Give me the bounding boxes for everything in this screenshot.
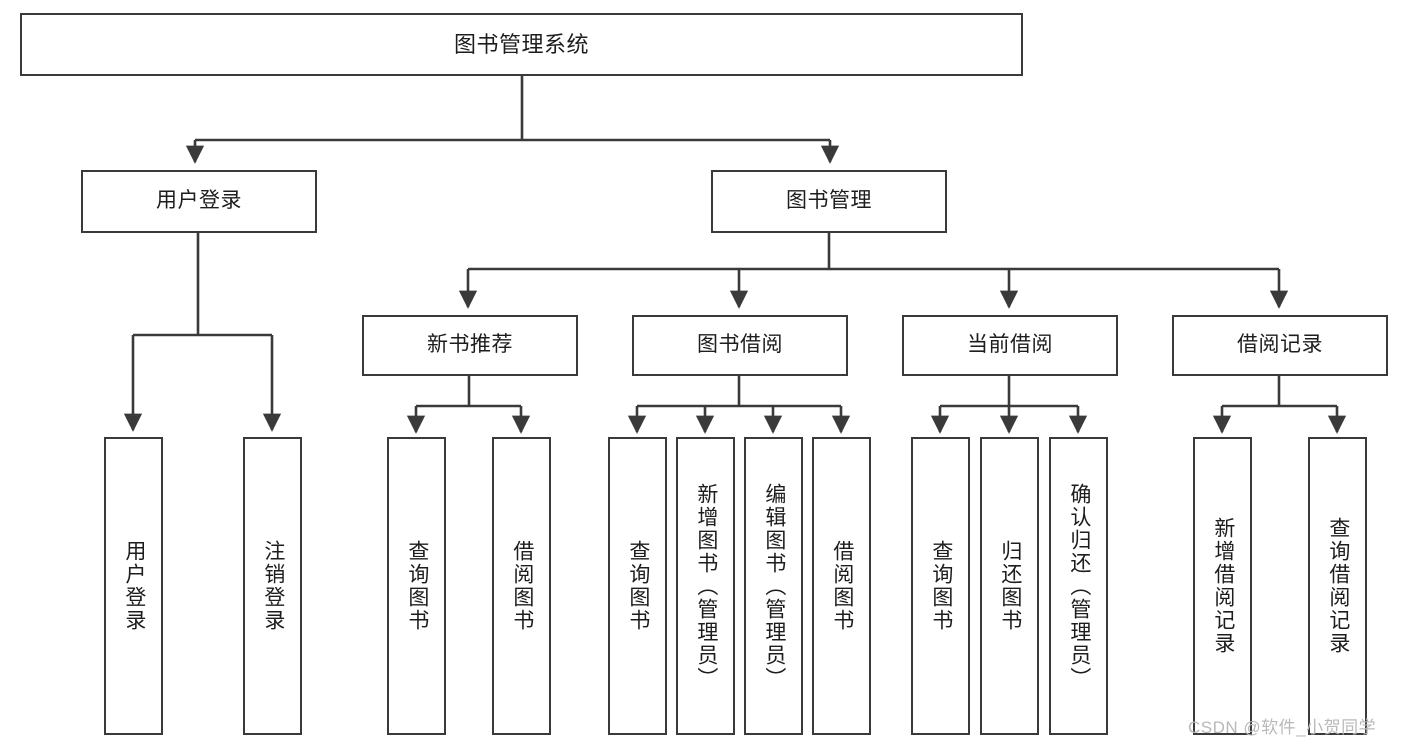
node-label: 查询图书 [405, 540, 429, 632]
node-label: 查询借阅记录 [1326, 517, 1350, 655]
node-label: 用户登录 [122, 540, 146, 632]
node-label: 图书管理系统 [453, 31, 589, 57]
leaf-logout[interactable]: 注销登录 [243, 437, 302, 735]
node-borrow-record[interactable]: 借阅记录 [1172, 315, 1388, 376]
watermark-text: CSDN @软件_小贺同学 [1188, 718, 1377, 737]
leaf-query-book-current[interactable]: 查询图书 [911, 437, 970, 735]
node-root-book-management-system[interactable]: 图书管理系统 [20, 13, 1023, 76]
node-label: 图书管理 [786, 189, 872, 213]
leaf-user-login[interactable]: 用户登录 [104, 437, 163, 735]
node-book-management[interactable]: 图书管理 [711, 170, 947, 233]
leaf-query-book-recommend[interactable]: 查询图书 [387, 437, 446, 735]
node-label: 借阅图书 [510, 540, 534, 632]
leaf-borrow-book[interactable]: 借阅图书 [812, 437, 871, 735]
leaf-edit-book-admin[interactable]: 编辑图书（管理员） [744, 437, 803, 735]
node-label: 新增图书（管理员） [694, 482, 718, 690]
node-book-borrow[interactable]: 图书借阅 [632, 315, 848, 376]
node-current-borrow[interactable]: 当前借阅 [902, 315, 1118, 376]
leaf-return-book[interactable]: 归还图书 [980, 437, 1039, 735]
leaf-confirm-return-admin[interactable]: 确认归还（管理员） [1049, 437, 1108, 735]
node-label: 当前借阅 [967, 333, 1053, 357]
node-label: 编辑图书（管理员） [762, 482, 786, 690]
leaf-query-book-borrow[interactable]: 查询图书 [608, 437, 667, 735]
node-label: 查询图书 [929, 540, 953, 632]
node-user-login[interactable]: 用户登录 [81, 170, 317, 233]
node-label: 归还图书 [998, 540, 1022, 632]
leaf-add-borrow-record[interactable]: 新增借阅记录 [1193, 437, 1252, 735]
node-label: 新增借阅记录 [1211, 517, 1235, 655]
node-label: 借阅图书 [830, 540, 854, 632]
node-label: 确认归还（管理员） [1067, 482, 1091, 690]
node-label: 查询图书 [626, 540, 650, 632]
node-label: 借阅记录 [1237, 333, 1323, 357]
node-new-book-recommend[interactable]: 新书推荐 [362, 315, 578, 376]
leaf-add-book-admin[interactable]: 新增图书（管理员） [676, 437, 735, 735]
node-label: 图书借阅 [697, 333, 783, 357]
node-label: 用户登录 [156, 189, 242, 213]
leaf-query-borrow-record[interactable]: 查询借阅记录 [1308, 437, 1367, 735]
node-label: 新书推荐 [427, 333, 513, 357]
leaf-borrow-book-recommend[interactable]: 借阅图书 [492, 437, 551, 735]
node-label: 注销登录 [261, 540, 285, 632]
